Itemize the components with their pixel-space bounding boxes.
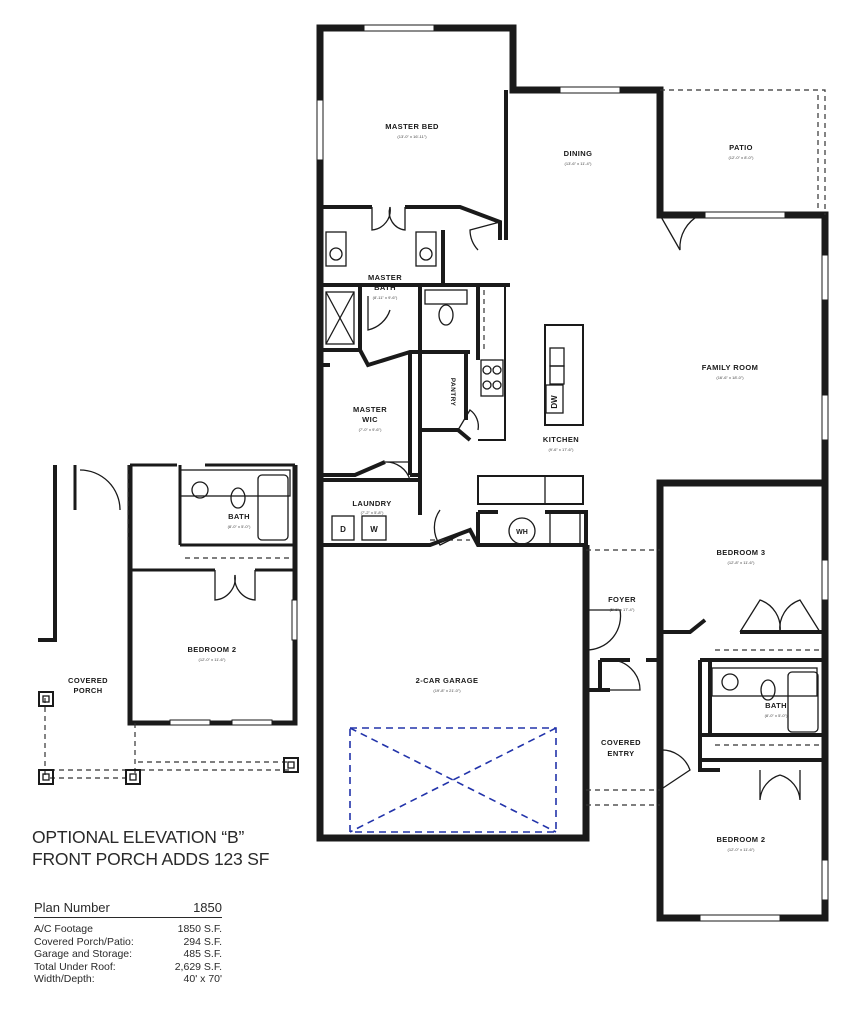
stats-row-value: 1850 S.F. xyxy=(177,923,222,935)
room-foyer: FOYER xyxy=(608,595,636,604)
room-bedroom-2-right: BEDROOM 2 xyxy=(716,835,765,844)
room-master-bath-l1: MASTER xyxy=(368,273,402,282)
room-laundry: LAUNDRY xyxy=(352,499,391,508)
room-labels: MASTER BED (13'-0" x 16'-11") DINING (13… xyxy=(68,122,788,852)
room-bedroom-3: BEDROOM 3 xyxy=(716,548,765,557)
stats-row-label: A/C Footage xyxy=(34,923,93,935)
plan-stats-table: Plan Number 1850 A/C Footage 1850 S.F. C… xyxy=(34,900,222,986)
stats-row: Covered Porch/Patio: 294 S.F. xyxy=(34,936,222,949)
room-bath-left-dims: (8'-0" x 5'-0") xyxy=(228,524,251,529)
stats-row-value: 2,629 S.F. xyxy=(174,960,222,973)
room-master-wic-l1: MASTER xyxy=(353,405,387,414)
water-heater-label: WH xyxy=(516,529,528,536)
stats-row: A/C Footage 1850 S.F. xyxy=(34,923,222,936)
stats-row: Width/Depth: 40' x 70' xyxy=(34,973,222,986)
room-patio-dims: (12'-0" x 8'-0") xyxy=(728,155,754,160)
stats-row-label: Garage and Storage: xyxy=(34,948,133,960)
stats-row-label: Width/Depth: xyxy=(34,973,95,985)
room-dining: DINING xyxy=(564,149,593,158)
room-master-bath-l2: BATH xyxy=(374,283,396,292)
room-bath-left: BATH xyxy=(228,512,250,521)
appliances xyxy=(331,515,536,545)
stats-header: Plan Number 1850 xyxy=(34,900,222,918)
garage-door xyxy=(349,727,557,833)
room-bedroom-3-dims: (12'-8" x 11'-6") xyxy=(728,560,756,565)
washer-label: W xyxy=(370,525,378,534)
stats-header-value: 1850 xyxy=(193,900,222,915)
room-laundry-dims: (7'-2" x 5'-8") xyxy=(361,510,384,515)
room-bedroom-2-left: BEDROOM 2 xyxy=(187,645,236,654)
stats-row-value: 294 S.F. xyxy=(183,935,222,948)
room-master-wic-l2: WIC xyxy=(362,415,378,424)
room-covered-porch-l2: PORCH xyxy=(73,686,102,695)
room-kitchen-dims: (9'-6" x 17'-6") xyxy=(548,447,574,452)
elevation-line-2: FRONT PORCH ADDS 123 SF xyxy=(32,849,270,869)
room-bath-right-dims: (8'-0" x 5'-0") xyxy=(765,713,788,718)
room-master-bed: MASTER BED xyxy=(385,122,439,131)
patio-outline xyxy=(660,89,826,215)
room-patio: PATIO xyxy=(729,143,753,152)
room-dining-dims: (13'-6" x 11'-4") xyxy=(565,161,593,166)
elevation-title: OPTIONAL ELEVATION “B” FRONT PORCH ADDS … xyxy=(32,826,332,870)
room-family: FAMILY ROOM xyxy=(702,363,759,372)
room-bedroom-2-left-dims: (12'-0" x 11'-6") xyxy=(199,657,227,662)
room-covered-entry-l1: COVERED xyxy=(601,738,641,747)
dishwasher-label: DW xyxy=(550,395,559,409)
door-swings xyxy=(367,206,821,801)
room-master-bath-dims: (8'-11" x 9'-6") xyxy=(373,295,398,300)
room-bedroom-2-right-dims: (12'-0" x 11'-6") xyxy=(728,847,756,852)
stats-row-value: 485 S.F. xyxy=(183,948,222,960)
stats-header-label: Plan Number xyxy=(34,900,110,915)
stats-row: Garage and Storage: 485 S.F. xyxy=(34,948,222,961)
room-garage: 2-CAR GARAGE xyxy=(416,676,479,685)
elevation-line-1: OPTIONAL ELEVATION “B” xyxy=(32,827,245,847)
dryer-label: D xyxy=(340,525,346,534)
room-covered-porch-l1: COVERED xyxy=(68,676,108,685)
room-covered-entry-l2: ENTRY xyxy=(607,749,634,758)
room-kitchen: KITCHEN xyxy=(543,435,579,444)
room-family-dims: (16'-6" x 18'-0") xyxy=(716,375,744,380)
stats-row-value: 40' x 70' xyxy=(183,973,222,985)
room-bath-right: BATH xyxy=(765,701,787,710)
room-pantry: PANTRY xyxy=(449,378,456,407)
room-master-wic-dims: (7'-0" x 9'-6") xyxy=(359,427,382,432)
interior-walls xyxy=(320,90,825,790)
kitchen-cabinets xyxy=(477,284,584,545)
room-master-bed-dims: (13'-0" x 16'-11") xyxy=(397,134,427,139)
room-foyer-dims: (5'-6" x 17'-4") xyxy=(609,607,635,612)
windows xyxy=(316,24,829,922)
stats-row-label: Covered Porch/Patio: xyxy=(34,935,134,948)
stats-row-label: Total Under Roof: xyxy=(34,960,116,973)
stats-row: Total Under Roof: 2,629 S.F. xyxy=(34,961,222,974)
room-garage-dims: (19'-8" x 21'-0") xyxy=(433,688,461,693)
optional-elevation-plan xyxy=(38,463,299,785)
